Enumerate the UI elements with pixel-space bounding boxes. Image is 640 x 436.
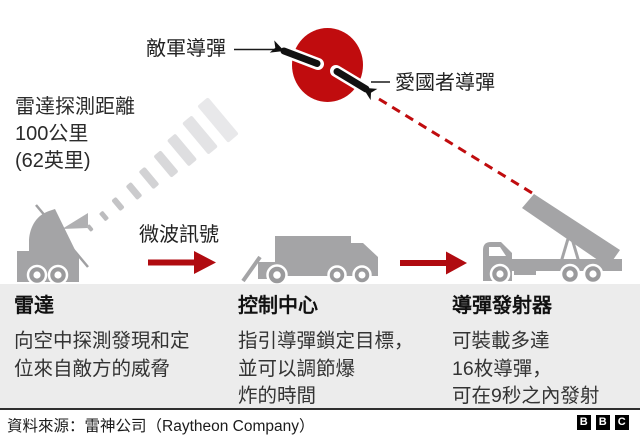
launcher-column-title: 導彈發射器 bbox=[452, 295, 552, 317]
launcher-column-desc: 可裝載多達 16枚導彈， 可在9秒之內發射 bbox=[452, 328, 599, 411]
control-center-column-title: 控制中心 bbox=[238, 295, 318, 317]
radar-range-label: 雷達探測距離 100公里 (62英里) bbox=[15, 94, 135, 175]
patriot-missile-label: 愛國者導彈 bbox=[395, 72, 495, 94]
bbc-logo-letter: C bbox=[614, 415, 629, 430]
radar-beam-icon bbox=[62, 97, 238, 232]
radar-column: 雷達 向空中探測發現和定 位來自敵方的威脅 bbox=[14, 284, 190, 383]
desc-line: 16枚導彈， bbox=[452, 357, 552, 380]
control-center-column-desc: 指引導彈鎖定目標， 並可以調節爆 炸的時間 bbox=[238, 328, 414, 411]
launcher-column: 導彈發射器 可裝載多達 16枚導彈， 可在9秒之內發射 bbox=[452, 284, 599, 411]
desc-line: 並可以調節爆 bbox=[238, 357, 356, 380]
bbc-logo-letter: B bbox=[595, 415, 610, 430]
control-center-column: 控制中心 指引導彈鎖定目標， 並可以調節爆 炸的時間 bbox=[238, 284, 414, 411]
desc-line: 指引導彈鎖定目標， bbox=[238, 330, 414, 352]
missile-launcher-icon bbox=[483, 194, 622, 285]
wheel-icon bbox=[489, 263, 604, 285]
enemy-missile-icon bbox=[234, 40, 324, 70]
radar-range-line-3: (62英里) bbox=[15, 150, 91, 172]
patriot-missile-icon bbox=[330, 65, 390, 101]
explosion-icon bbox=[292, 28, 363, 102]
bbc-logo: B B C bbox=[576, 415, 629, 430]
wheel-icon bbox=[266, 264, 372, 286]
enemy-missile-label: 敵軍導彈 bbox=[146, 38, 226, 60]
control-center-truck-icon bbox=[241, 236, 378, 286]
description-panel: 雷達 向空中探測發現和定 位來自敵方的威脅 控制中心 指引導彈鎖定目標， 並可以… bbox=[0, 284, 640, 408]
desc-line: 可在9秒之內發射 bbox=[452, 385, 600, 407]
source-attribution: 資料來源：雷神公司（Raytheon Company） bbox=[7, 418, 315, 435]
bbc-logo-letter: B bbox=[576, 415, 591, 430]
desc-line: 炸的時間 bbox=[238, 385, 317, 407]
desc-line: 可裝載多達 bbox=[452, 330, 550, 352]
microwave-signal-label: 微波訊號 bbox=[139, 224, 219, 246]
wheel-icon bbox=[26, 264, 69, 286]
arrow-right-icon bbox=[400, 251, 467, 275]
radar-truck-icon bbox=[17, 204, 89, 286]
missile-trajectory-line bbox=[378, 97, 538, 198]
radar-range-line-2: 100公里 bbox=[15, 123, 89, 145]
desc-line: 位來自敵方的威脅 bbox=[14, 357, 171, 380]
radar-column-title: 雷達 bbox=[14, 295, 54, 317]
radar-range-line-1: 雷達探測距離 bbox=[15, 96, 135, 118]
desc-line: 向空中探測發現和定 bbox=[14, 330, 190, 352]
footer-divider bbox=[0, 408, 640, 410]
radar-column-desc: 向空中探測發現和定 位來自敵方的威脅 bbox=[14, 328, 190, 383]
arrow-right-icon bbox=[148, 251, 216, 274]
footer: 資料來源：雷神公司（Raytheon Company） B B C bbox=[0, 410, 640, 436]
